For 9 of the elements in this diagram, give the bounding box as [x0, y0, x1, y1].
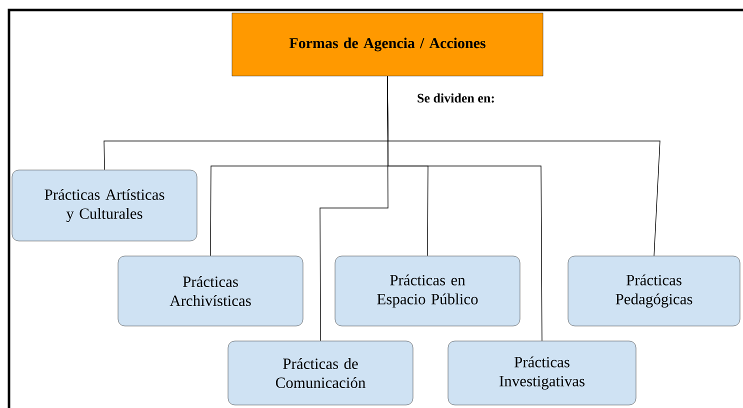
- category-box: Prácticas de Comunicación: [228, 340, 414, 406]
- category-box: Prácticas Investigativas: [448, 340, 636, 406]
- category-box: Prácticas en Espacio Público: [334, 256, 520, 326]
- category-box: Prácticas Artísticas y Culturales: [12, 170, 198, 242]
- category-box: Prácticas Pedagógicas: [568, 256, 740, 326]
- note-label: Se dividen en:: [418, 93, 494, 103]
- category-box: Prácticas Archivísticas: [118, 256, 304, 326]
- connector-line: [387, 76, 542, 342]
- title-box: Formas de Agencia / Acciones: [232, 12, 544, 76]
